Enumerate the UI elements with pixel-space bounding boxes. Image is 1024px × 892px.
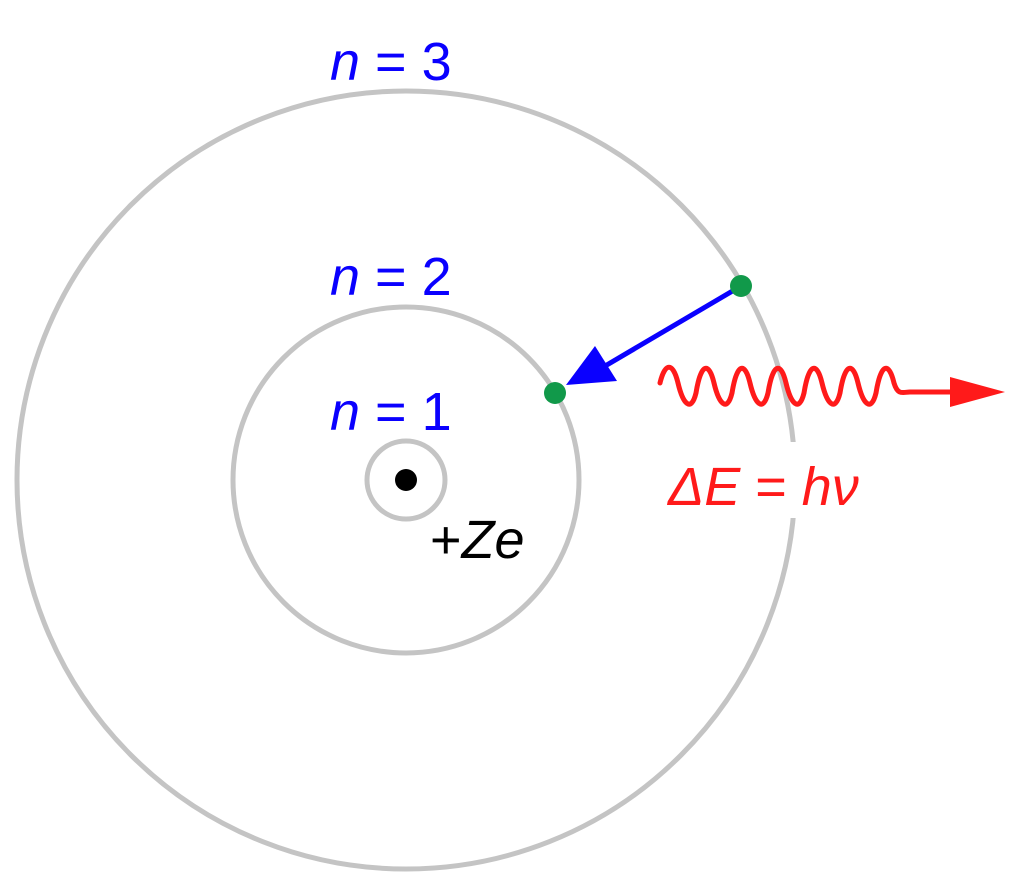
transition-arrow-head bbox=[566, 346, 617, 385]
transition-arrow-shaft bbox=[598, 283, 743, 372]
photon-energy-label: ΔE = hν bbox=[666, 457, 859, 517]
nucleus-charge-label: +Ze bbox=[430, 510, 525, 570]
shell-label-n2: n = 2 bbox=[330, 247, 452, 307]
electron-final bbox=[544, 382, 566, 404]
photon-arrow-head bbox=[950, 377, 1005, 407]
nucleus-dot bbox=[395, 469, 417, 491]
energy-label-background bbox=[782, 442, 806, 518]
electron-initial bbox=[730, 275, 752, 297]
orbit-n1 bbox=[364, 438, 448, 522]
shell-label-n1: n = 1 bbox=[330, 382, 452, 442]
photon-wave bbox=[657, 364, 953, 407]
shell-label-n3: n = 3 bbox=[330, 32, 452, 92]
orbit-n2 bbox=[230, 304, 582, 656]
